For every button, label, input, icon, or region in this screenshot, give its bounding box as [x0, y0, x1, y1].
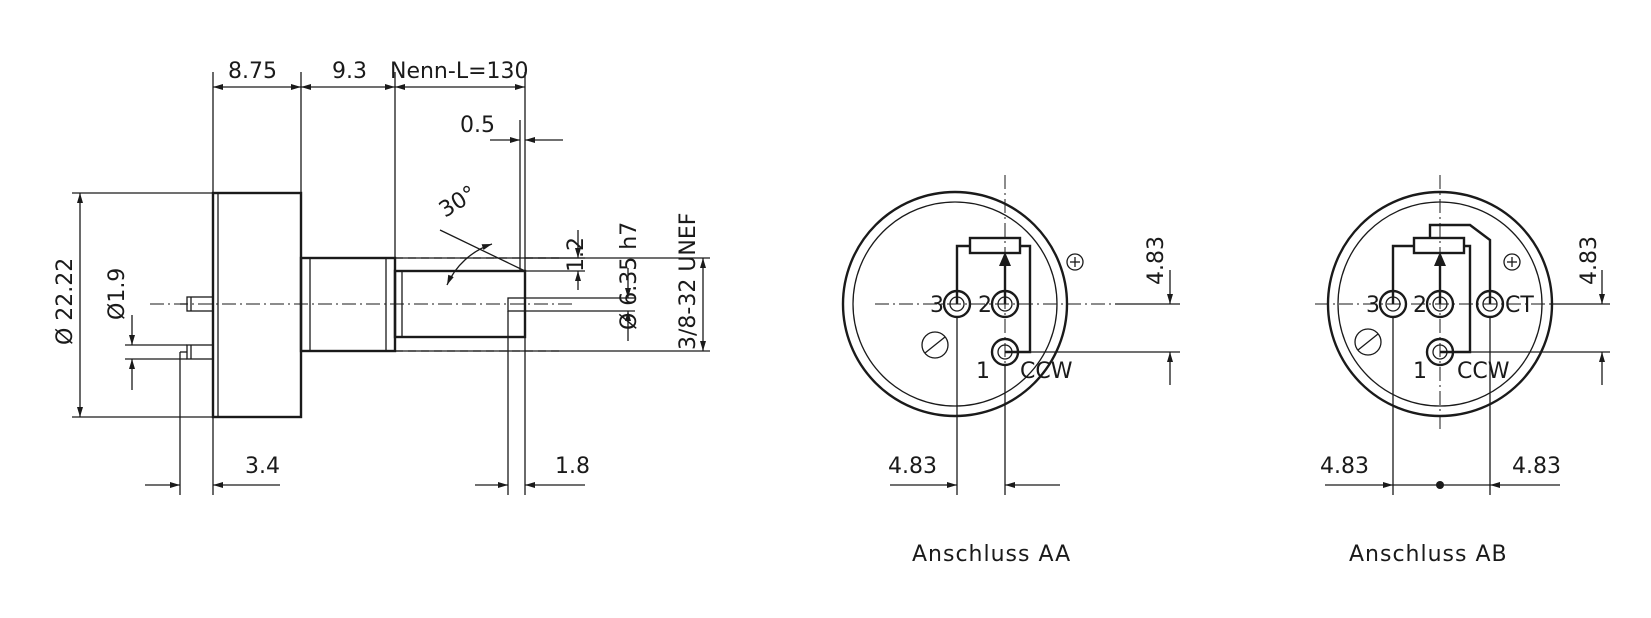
view-ab-dim-bottom-right: 4.83	[1512, 454, 1561, 479]
view-ab-label-ccw: CCW	[1457, 359, 1510, 384]
view-ab-pin-2	[1425, 289, 1455, 319]
view-aa-label-pin-3: 3	[930, 293, 944, 318]
view-ab-label-pin-1: 1	[1413, 359, 1427, 384]
view-aa-resistor	[968, 236, 1022, 255]
dim-thread: 3/8-32 UNEF	[676, 213, 701, 350]
dim-3-4: 3.4	[245, 454, 280, 479]
potentiometer-body	[211, 191, 303, 419]
view-aa-label-pin-1: 1	[976, 359, 990, 384]
terminal-pins	[180, 296, 214, 360]
dim-0-5: 0.5	[460, 113, 495, 138]
view-ab-caption: Anschluss AB	[1349, 542, 1508, 567]
dim-nenn-l: Nenn-L=130	[390, 59, 529, 84]
view-ab: 3 2 CT 1 CCW 4.83 4.83 4.83 Anschluss AB	[1315, 175, 1610, 567]
view-ab-dim-right: 4.83	[1577, 236, 1602, 285]
view-ab-pin-1	[1425, 337, 1455, 367]
dim-8-75: 8.75	[228, 59, 277, 84]
view-aa-label-ccw: CCW	[1020, 359, 1073, 384]
view-ab-resistor	[1412, 236, 1466, 255]
dim-1-8: 1.8	[555, 454, 590, 479]
view-aa: 3 2 1 CCW 4.83 4.83 Anschluss AA	[841, 175, 1180, 567]
angle-label: 30°	[435, 181, 481, 223]
side-view: 30° 8.75 9.3 Nenn-L=130 0.5 1.2 Ø 6.35 h…	[53, 59, 710, 495]
view-aa-ep-mark	[921, 331, 949, 359]
view-ab-dim-bottom-left: 4.83	[1320, 454, 1369, 479]
view-aa-locating-mark	[1066, 253, 1084, 271]
view-aa-pin-2	[990, 289, 1020, 319]
dim-body-diameter: Ø 22.22	[53, 258, 78, 345]
dim-1-2: 1.2	[564, 237, 589, 272]
view-aa-dim-right: 4.83	[1144, 236, 1169, 285]
view-ab-label-pin-2: 2	[1413, 293, 1427, 318]
dim-pin-diameter: Ø1.9	[105, 268, 130, 320]
view-aa-caption: Anschluss AA	[912, 542, 1071, 567]
dim-9-3: 9.3	[332, 59, 367, 84]
shaft-slot	[507, 297, 526, 312]
view-ab-ep-mark	[1354, 328, 1382, 356]
dim-shaft-diameter: Ø 6.35 h7	[617, 222, 642, 330]
view-aa-dim-bottom: 4.83	[888, 454, 937, 479]
view-ab-label-ct: CT	[1505, 293, 1534, 318]
view-ab-label-pin-3: 3	[1366, 293, 1380, 318]
view-aa-label-pin-2: 2	[978, 293, 992, 318]
view-ab-locating-mark	[1503, 253, 1521, 271]
